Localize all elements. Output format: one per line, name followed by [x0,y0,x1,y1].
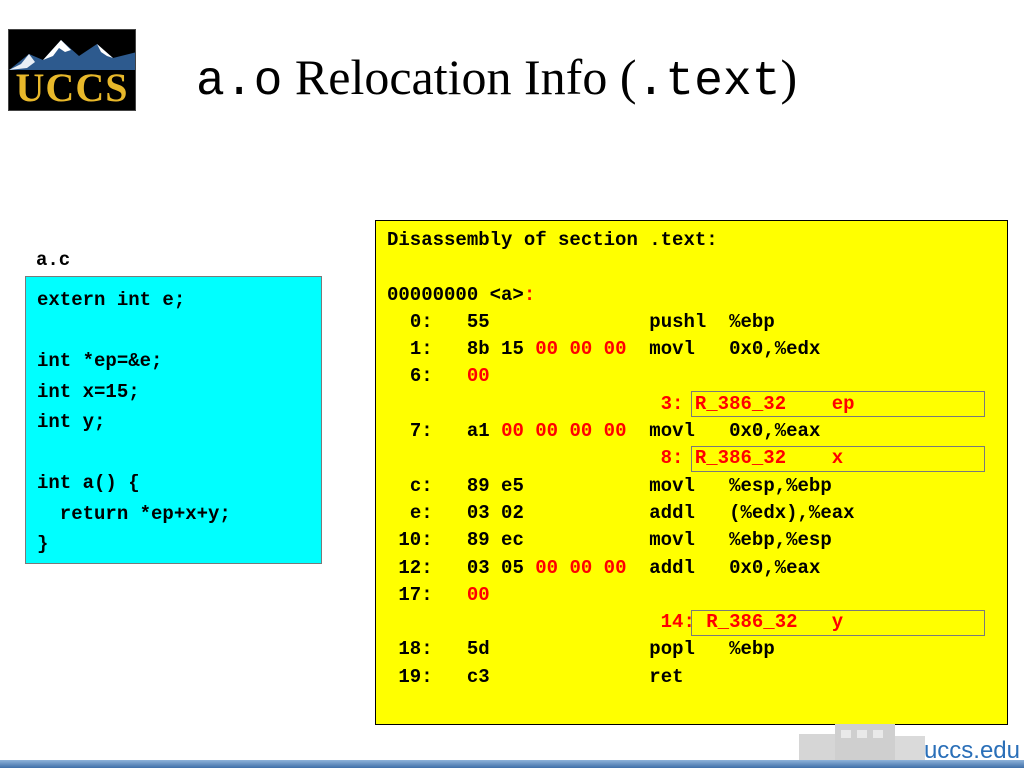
logo-text: UCCS [15,65,129,110]
reloc-offset: 3: [660,392,684,415]
row-bytes: c3 [466,665,490,688]
row-mnemonic: movl [649,420,695,443]
row-operands: %ebp,%esp [729,529,832,552]
row-operands: 0x0,%edx [729,338,821,361]
relocation-entry: 3: R_386_32 ep [387,393,855,415]
relocation-entry: 14: R_386_32 y [387,611,843,633]
disassembly-panel: Disassembly of section .text: 00000000 <… [375,220,1008,725]
row-bytes: 89 ec [466,529,524,552]
reloc-type: R_386_32 [694,447,787,470]
title-close: ) [780,49,798,105]
source-line: int y; [37,411,106,433]
row-address: 6: [409,365,433,388]
source-file-label: a.c [36,249,71,271]
title-section: .text [636,55,781,109]
source-code: extern int e; int *ep=&e; int x=15; int … [37,285,321,560]
instruction-row: 0: 55 pushl %ebp [387,311,775,333]
row-mnemonic: popl [649,638,695,661]
row-address: c: [409,474,433,497]
row-operands: %ebp [729,310,775,333]
row-address: 10: [398,529,433,552]
row-address: 12: [398,556,433,579]
instruction-row: 17: 00 [387,583,490,606]
row-bytes: 5d [466,638,490,661]
instruction-row: 18: 5d popl %ebp [387,638,775,661]
disassembly-listing: Disassembly of section .text: 00000000 <… [387,227,855,691]
row-reloc-bytes: 00 [466,583,490,606]
instruction-row: e: 03 02 addl (%edx),%eax [387,502,855,524]
row-operands: 0x0,%eax [729,420,821,443]
instruction-row: 1: 8b 15 00 00 00 movl 0x0,%edx [387,338,821,361]
row-address: 7: [409,420,433,443]
row-address: 0: [409,310,433,333]
row-bytes: 55 [466,310,490,333]
relocation-box [691,391,985,418]
row-mnemonic: addl [649,556,695,579]
source-line: return *ep+x+y; [37,502,231,525]
row-address: 19: [398,665,433,688]
footer-bar [0,760,1024,768]
disasm-header: Disassembly of section .text: [387,229,718,251]
row-address: e: [409,501,433,524]
row-mnemonic: ret [649,665,684,688]
relocation-box [691,609,985,636]
reloc-type: R_386_32 [706,611,798,634]
row-reloc-bytes: 00 00 00 [535,556,627,579]
row-mnemonic: addl [649,501,695,524]
row-operands: (%edx),%eax [729,501,855,524]
source-line: int a() { [37,472,140,494]
relocation-entry: 8: R_386_32 x [387,447,843,469]
instruction-row: 10: 89 ec movl %ebp,%esp [387,529,832,552]
row-operands: %ebp [729,638,775,661]
page-title: a.o Relocation Info (.text) [196,42,797,112]
row-reloc-bytes: 00 00 00 [535,338,627,361]
symbol-address: 00000000 [387,283,490,306]
row-operands: %esp,%ebp [729,474,832,497]
source-line: int x=15; [37,380,140,403]
campus-building-icon [799,724,925,760]
row-bytes: 89 e5 [466,474,524,497]
footer-url: uccs.edu [923,737,1020,764]
row-address: 1: [409,338,433,361]
row-reloc-bytes: 00 [466,365,490,388]
row-bytes: 8b 15 [466,338,524,361]
instruction-row: 19: c3 ret [387,665,684,688]
symbol-name: <a> [489,283,524,306]
row-bytes: 03 05 [466,556,524,579]
reloc-type: R_386_32 [694,392,787,415]
reloc-symbol: y [831,611,844,634]
symbol-colon: : [523,283,536,306]
instruction-row: 12: 03 05 00 00 00 addl 0x0,%eax [387,557,820,579]
instruction-row: 7: a1 00 00 00 00 movl 0x0,%eax [387,420,821,443]
source-code-panel: extern int e; int *ep=&e; int x=15; int … [25,276,322,564]
reloc-offset: 14: [660,611,695,634]
reloc-symbol: ep [831,392,855,415]
relocation-box [691,445,985,472]
mountain-icon [9,40,135,70]
row-mnemonic: movl [649,474,695,497]
reloc-offset: 8: [660,447,684,470]
row-mnemonic: pushl [649,310,707,333]
row-mnemonic: movl [649,529,695,552]
row-bytes: a1 [466,420,490,443]
source-line: int *ep=&e; [37,350,163,372]
row-operands: 0x0,%eax [729,556,821,579]
row-reloc-bytes: 00 00 00 00 [501,420,627,443]
uccs-logo: UCCS [8,29,136,111]
row-address: 17: [398,583,433,606]
row-bytes: 03 02 [466,501,524,524]
title-text: Relocation Info ( [282,49,637,105]
row-address: 18: [398,638,433,661]
row-mnemonic: movl [649,338,695,361]
instruction-row: c: 89 e5 movl %esp,%ebp [387,475,832,497]
title-filename: a.o [196,55,283,109]
instruction-row: 6: 00 [387,365,490,387]
reloc-symbol: x [831,447,844,470]
source-line: extern int e; [37,289,186,311]
source-line: } [37,533,49,555]
